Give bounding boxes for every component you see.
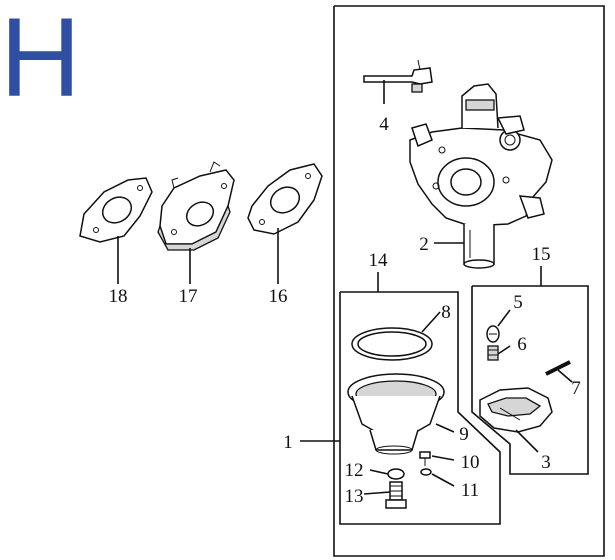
callout-18: 18	[109, 286, 128, 307]
gasket-16	[247, 163, 323, 235]
callout-12: 12	[345, 460, 364, 481]
group-frame-14	[339, 291, 501, 525]
assembly-frame	[333, 5, 605, 557]
callout-4: 4	[379, 114, 389, 135]
float-3	[479, 387, 553, 433]
callout-6: 6	[517, 334, 527, 355]
callout-1: 1	[283, 432, 293, 453]
callout-2: 2	[419, 234, 429, 255]
callout-14: 14	[369, 250, 389, 271]
gasket-18	[79, 177, 153, 243]
drain-bolt-13	[385, 481, 407, 509]
choke-lever-4	[363, 59, 433, 93]
float-pin-7	[545, 360, 571, 376]
gasket-12	[387, 468, 405, 480]
callout-16: 16	[269, 286, 288, 307]
callout-13: 13	[345, 486, 364, 507]
carburetor-body	[409, 83, 553, 269]
callout-3: 3	[541, 452, 551, 473]
spring-6	[487, 345, 499, 361]
callout-9: 9	[459, 424, 469, 445]
callout-8: 8	[441, 302, 451, 323]
callout-10: 10	[461, 452, 480, 473]
callout-5: 5	[513, 292, 523, 313]
main-jet-5	[486, 325, 500, 343]
callout-11: 11	[461, 480, 479, 501]
screw-10	[419, 451, 431, 466]
o-ring-8	[351, 327, 433, 361]
section-letter: H	[0, 0, 81, 120]
group-frame-15	[471, 285, 589, 475]
callout-15: 15	[532, 244, 551, 265]
callout-17: 17	[179, 286, 198, 307]
float-bowl-9	[347, 373, 445, 455]
washer-11	[420, 468, 432, 476]
callout-7: 7	[571, 378, 581, 399]
heat-shield-17	[157, 161, 235, 251]
